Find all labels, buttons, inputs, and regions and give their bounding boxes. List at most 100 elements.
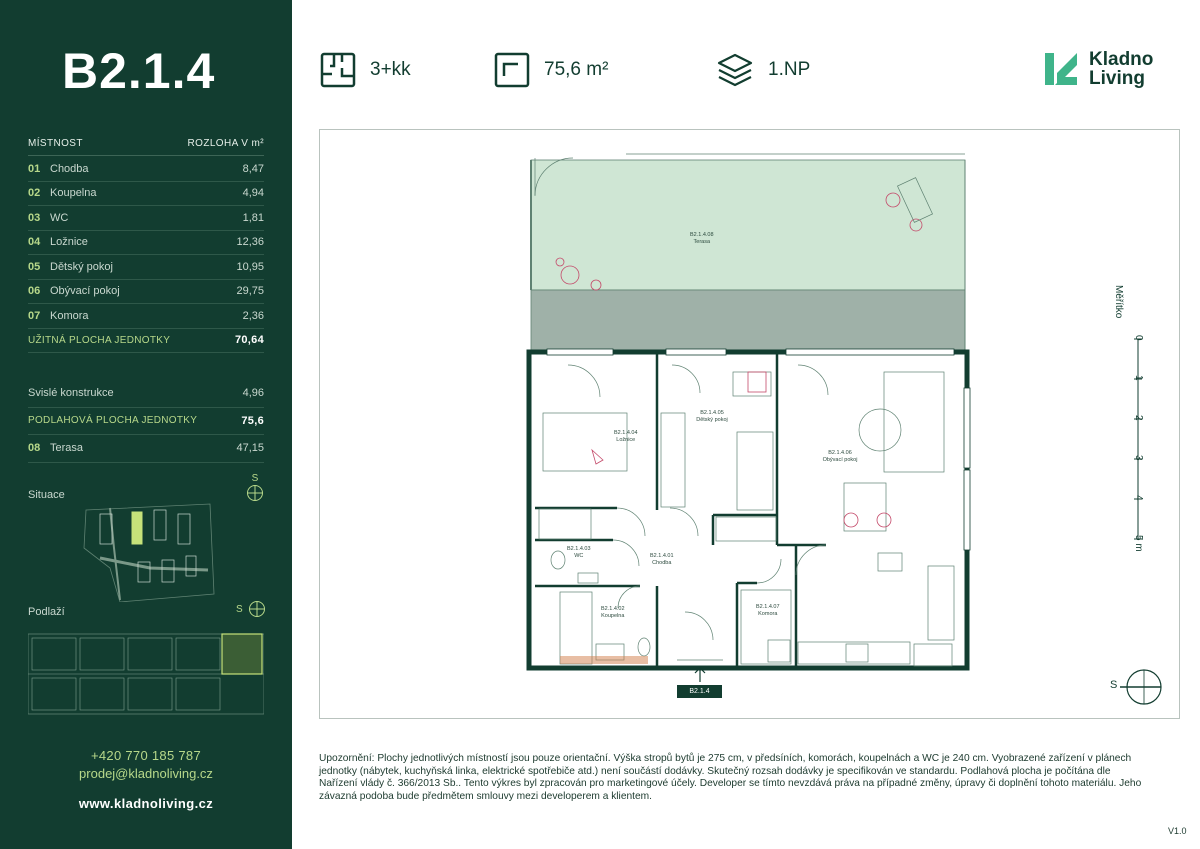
layers-icon bbox=[717, 53, 753, 87]
usable-area-row: UŽITNÁ PLOCHA JEDNOTKY 70,64 bbox=[28, 329, 264, 353]
sidebar: B2.1.4 MÍSTNOST ROZLOHA V m² 01 Chodba 8,4… bbox=[0, 0, 292, 849]
floor-area-label: PODLAHOVÁ PLOCHA JEDNOTKY bbox=[28, 415, 198, 427]
usable-area-value: 70,64 bbox=[234, 334, 264, 347]
room-number: 08 bbox=[28, 442, 41, 455]
usable-area-label: UŽITNÁ PLOCHA JEDNOTKY bbox=[28, 334, 171, 346]
situation-label: Situace bbox=[28, 489, 65, 501]
room-code: B2.1.4.02 bbox=[601, 606, 625, 612]
floor-text: 1.NP bbox=[768, 59, 811, 80]
room-number: 04 bbox=[28, 236, 41, 249]
situation-map bbox=[83, 503, 215, 602]
balcony-slab bbox=[530, 289, 966, 351]
scale-tick-label: 5 m bbox=[1133, 535, 1144, 552]
entry-arrow bbox=[694, 667, 706, 682]
room-row: 07 Komora 2,36 bbox=[28, 304, 264, 329]
phone-link[interactable]: +420 770 185 787 bbox=[91, 748, 201, 763]
brand-logo[interactable]: Kladno Living bbox=[1043, 50, 1153, 88]
room-name: Ložnice bbox=[50, 236, 88, 249]
room-name: Koupelna bbox=[601, 613, 625, 619]
brand-line-2: Living bbox=[1089, 68, 1145, 89]
room-name: WC bbox=[50, 211, 69, 224]
room-row: 06 Obývací pokoj 29,75 bbox=[28, 280, 264, 304]
room-number: 05 bbox=[28, 260, 41, 273]
scale-bar bbox=[1134, 338, 1142, 540]
room-name: Terasa bbox=[50, 442, 84, 455]
unit-code: B2.1.4 bbox=[62, 43, 216, 99]
website-link[interactable]: www.kladnoliving.cz bbox=[78, 796, 214, 811]
entry-unit-tag: B2.1.4 bbox=[677, 685, 722, 698]
floor-area-row: PODLAHOVÁ PLOCHA JEDNOTKY 75,6 bbox=[28, 408, 264, 435]
floorplan-icon bbox=[320, 52, 356, 88]
room-code: B2.1.4.01 bbox=[650, 553, 674, 559]
room-code: B2.1.4.03 bbox=[567, 546, 591, 552]
room-name: Koupelna bbox=[50, 187, 97, 200]
area-summary: Svislé konstrukce 4,96 PODLAHOVÁ PLOCHA J… bbox=[28, 380, 264, 463]
layout-info: 3+kk bbox=[320, 52, 411, 88]
compass-icon bbox=[247, 485, 263, 501]
version-label: V1.0 bbox=[1168, 826, 1187, 836]
room-area: 4,94 bbox=[242, 187, 264, 200]
floor-info: 1.NP bbox=[716, 52, 810, 88]
room-area: 8,47 bbox=[242, 162, 264, 175]
room-area: 1,81 bbox=[242, 211, 264, 224]
room-name: Chodba bbox=[652, 560, 672, 566]
room-area: 12,36 bbox=[236, 236, 264, 249]
room-name: WC bbox=[574, 553, 584, 559]
room-number: 01 bbox=[28, 162, 41, 175]
vertical-structures-value: 4,96 bbox=[242, 387, 264, 400]
scale-tick-label: 3 bbox=[1133, 455, 1144, 461]
floor-area-value: 75,6 bbox=[241, 414, 264, 427]
area-column-header: ROZLOHA V m² bbox=[187, 138, 264, 149]
room-name: Obývací pokoj bbox=[50, 285, 120, 298]
room-number: 06 bbox=[28, 285, 41, 298]
room-code: B2.1.4.04 bbox=[614, 430, 638, 436]
floor-plan-frame bbox=[319, 129, 1180, 719]
email-link[interactable]: prodej@kladnoliving.cz bbox=[79, 766, 213, 781]
kladno-living-logo-icon bbox=[1045, 53, 1077, 85]
vertical-structures-label: Svislé konstrukce bbox=[28, 387, 114, 400]
room-number: 02 bbox=[28, 187, 41, 200]
compass-letter: S bbox=[236, 603, 243, 615]
room-name: Obývací pokoj bbox=[822, 457, 858, 463]
situation-compass: S bbox=[246, 473, 264, 507]
room-name: Dětský pokoj bbox=[696, 417, 728, 423]
room-area: 10,95 bbox=[236, 260, 264, 273]
terrace-area bbox=[530, 159, 966, 291]
room-name: Chodba bbox=[50, 162, 89, 175]
vertical-structures-row: Svislé konstrukce 4,96 bbox=[28, 380, 264, 408]
area-icon bbox=[494, 52, 530, 88]
floor-compass: S bbox=[236, 600, 266, 618]
room-row: 01 Chodba 8,47 bbox=[28, 157, 264, 182]
room-name: Komora bbox=[50, 309, 89, 322]
compass-letter: S bbox=[1110, 679, 1118, 691]
brand-line-1: Kladno bbox=[1089, 49, 1154, 70]
disclaimer-text: Upozornění: Plochy jednotlivých místnost… bbox=[319, 753, 1142, 802]
compass-letter: S bbox=[251, 473, 259, 484]
room-code: B2.1.4.06 bbox=[828, 450, 852, 456]
room-table-header: MÍSTNOST ROZLOHA V m² bbox=[28, 138, 264, 156]
room-row: 04 Ložnice 12,36 bbox=[28, 231, 264, 255]
area-text: 75,6 m² bbox=[544, 59, 609, 80]
compass-icon bbox=[248, 601, 265, 617]
room-number: 07 bbox=[28, 309, 41, 322]
room-name: Ložnice bbox=[616, 437, 636, 443]
scale-tick-label: 4 bbox=[1133, 495, 1144, 501]
scale-tick-label: 1 bbox=[1133, 375, 1144, 381]
floor-map bbox=[28, 633, 264, 715]
room-code: B2.1.4.05 bbox=[700, 410, 724, 416]
compass-icon bbox=[1120, 669, 1162, 705]
room-area: 2,36 bbox=[242, 309, 264, 322]
room-area: 29,75 bbox=[236, 285, 264, 298]
room-area: 47,15 bbox=[236, 442, 264, 455]
